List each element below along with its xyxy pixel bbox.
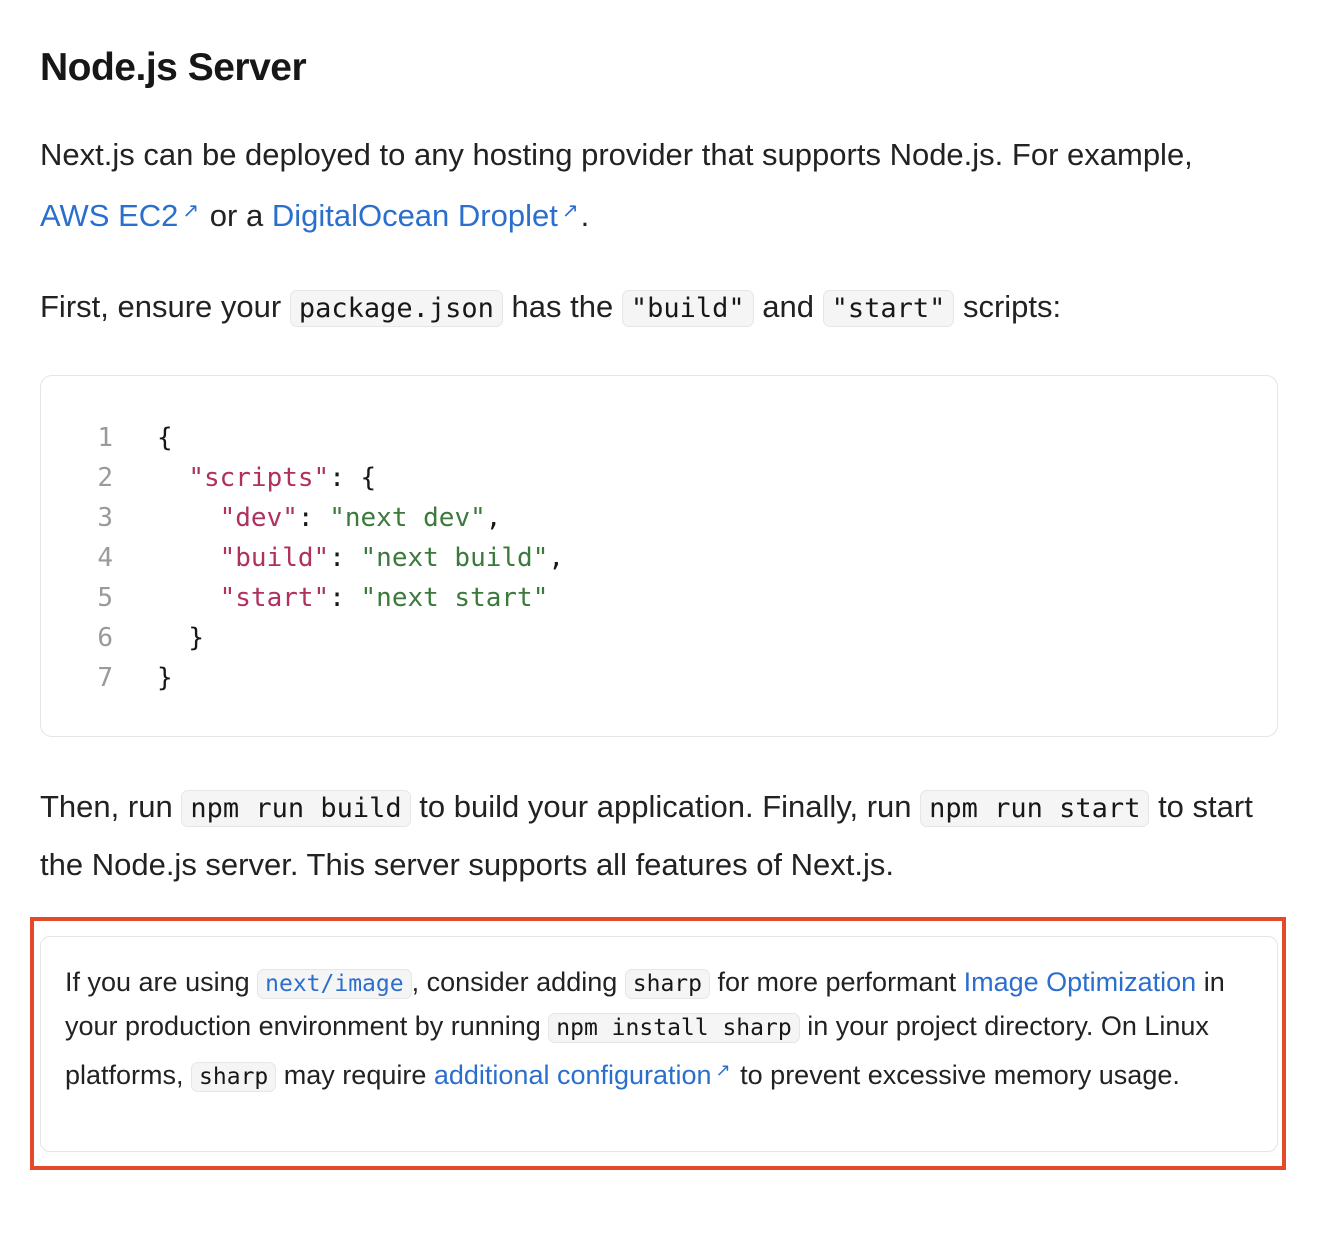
- aws-ec2-link[interactable]: AWS EC2↗: [40, 198, 200, 233]
- line-number: 4: [97, 543, 113, 573]
- inline-code: "start": [822, 290, 955, 327]
- line-number: 3: [97, 503, 113, 533]
- line-number: 5: [97, 583, 113, 613]
- line-number: 2: [97, 463, 113, 493]
- code-line: 1{: [41, 418, 172, 458]
- digitalocean-droplet-link[interactable]: DigitalOcean Droplet↗: [271, 198, 579, 233]
- highlight-frame: [30, 917, 1286, 1170]
- code-line: 6 }: [41, 618, 204, 658]
- section-heading: Node.js Server: [40, 46, 307, 89]
- image-optimization-link[interactable]: Image Optimization: [963, 967, 1197, 997]
- inline-code: sharp: [191, 1062, 277, 1092]
- external-link-icon: ↗: [561, 200, 579, 222]
- external-link-icon: ↗: [715, 1060, 731, 1080]
- line-number: 6: [97, 623, 113, 653]
- ensure-paragraph: First, ensure your package.json has the …: [40, 279, 1061, 337]
- code-line: 2 "scripts": {: [41, 458, 376, 498]
- line-number: 1: [97, 423, 113, 453]
- code-line: 4 "build": "next build",: [41, 538, 564, 578]
- inline-code: npm run start: [920, 790, 1150, 827]
- run-paragraph: Then, run npm run build to build your ap…: [40, 789, 1253, 882]
- code-line: 5 "start": "next start": [41, 578, 548, 618]
- callout-text: If you are using next/image, consider ad…: [65, 967, 1225, 1092]
- inline-code: package.json: [289, 290, 503, 327]
- code-line: 3 "dev": "next dev",: [41, 498, 501, 538]
- inline-code: npm install sharp: [548, 1013, 800, 1043]
- inline-code: "build": [621, 290, 754, 327]
- code-line: 7}: [41, 658, 172, 698]
- additional-configuration-link[interactable]: additional configuration↗: [433, 1060, 731, 1090]
- intro-paragraph: Next.js can be deployed to any hosting p…: [40, 137, 1193, 233]
- callout-note: If you are using next/image, consider ad…: [40, 936, 1278, 1152]
- external-link-icon: ↗: [182, 200, 200, 222]
- code-block[interactable]: 1{ 2 "scripts": { 3 "dev": "next dev", 4…: [40, 375, 1278, 737]
- line-number: 7: [97, 663, 113, 693]
- inline-code: sharp: [624, 969, 710, 999]
- inline-code: npm run build: [181, 790, 411, 827]
- next-image-code-link[interactable]: next/image: [257, 969, 412, 999]
